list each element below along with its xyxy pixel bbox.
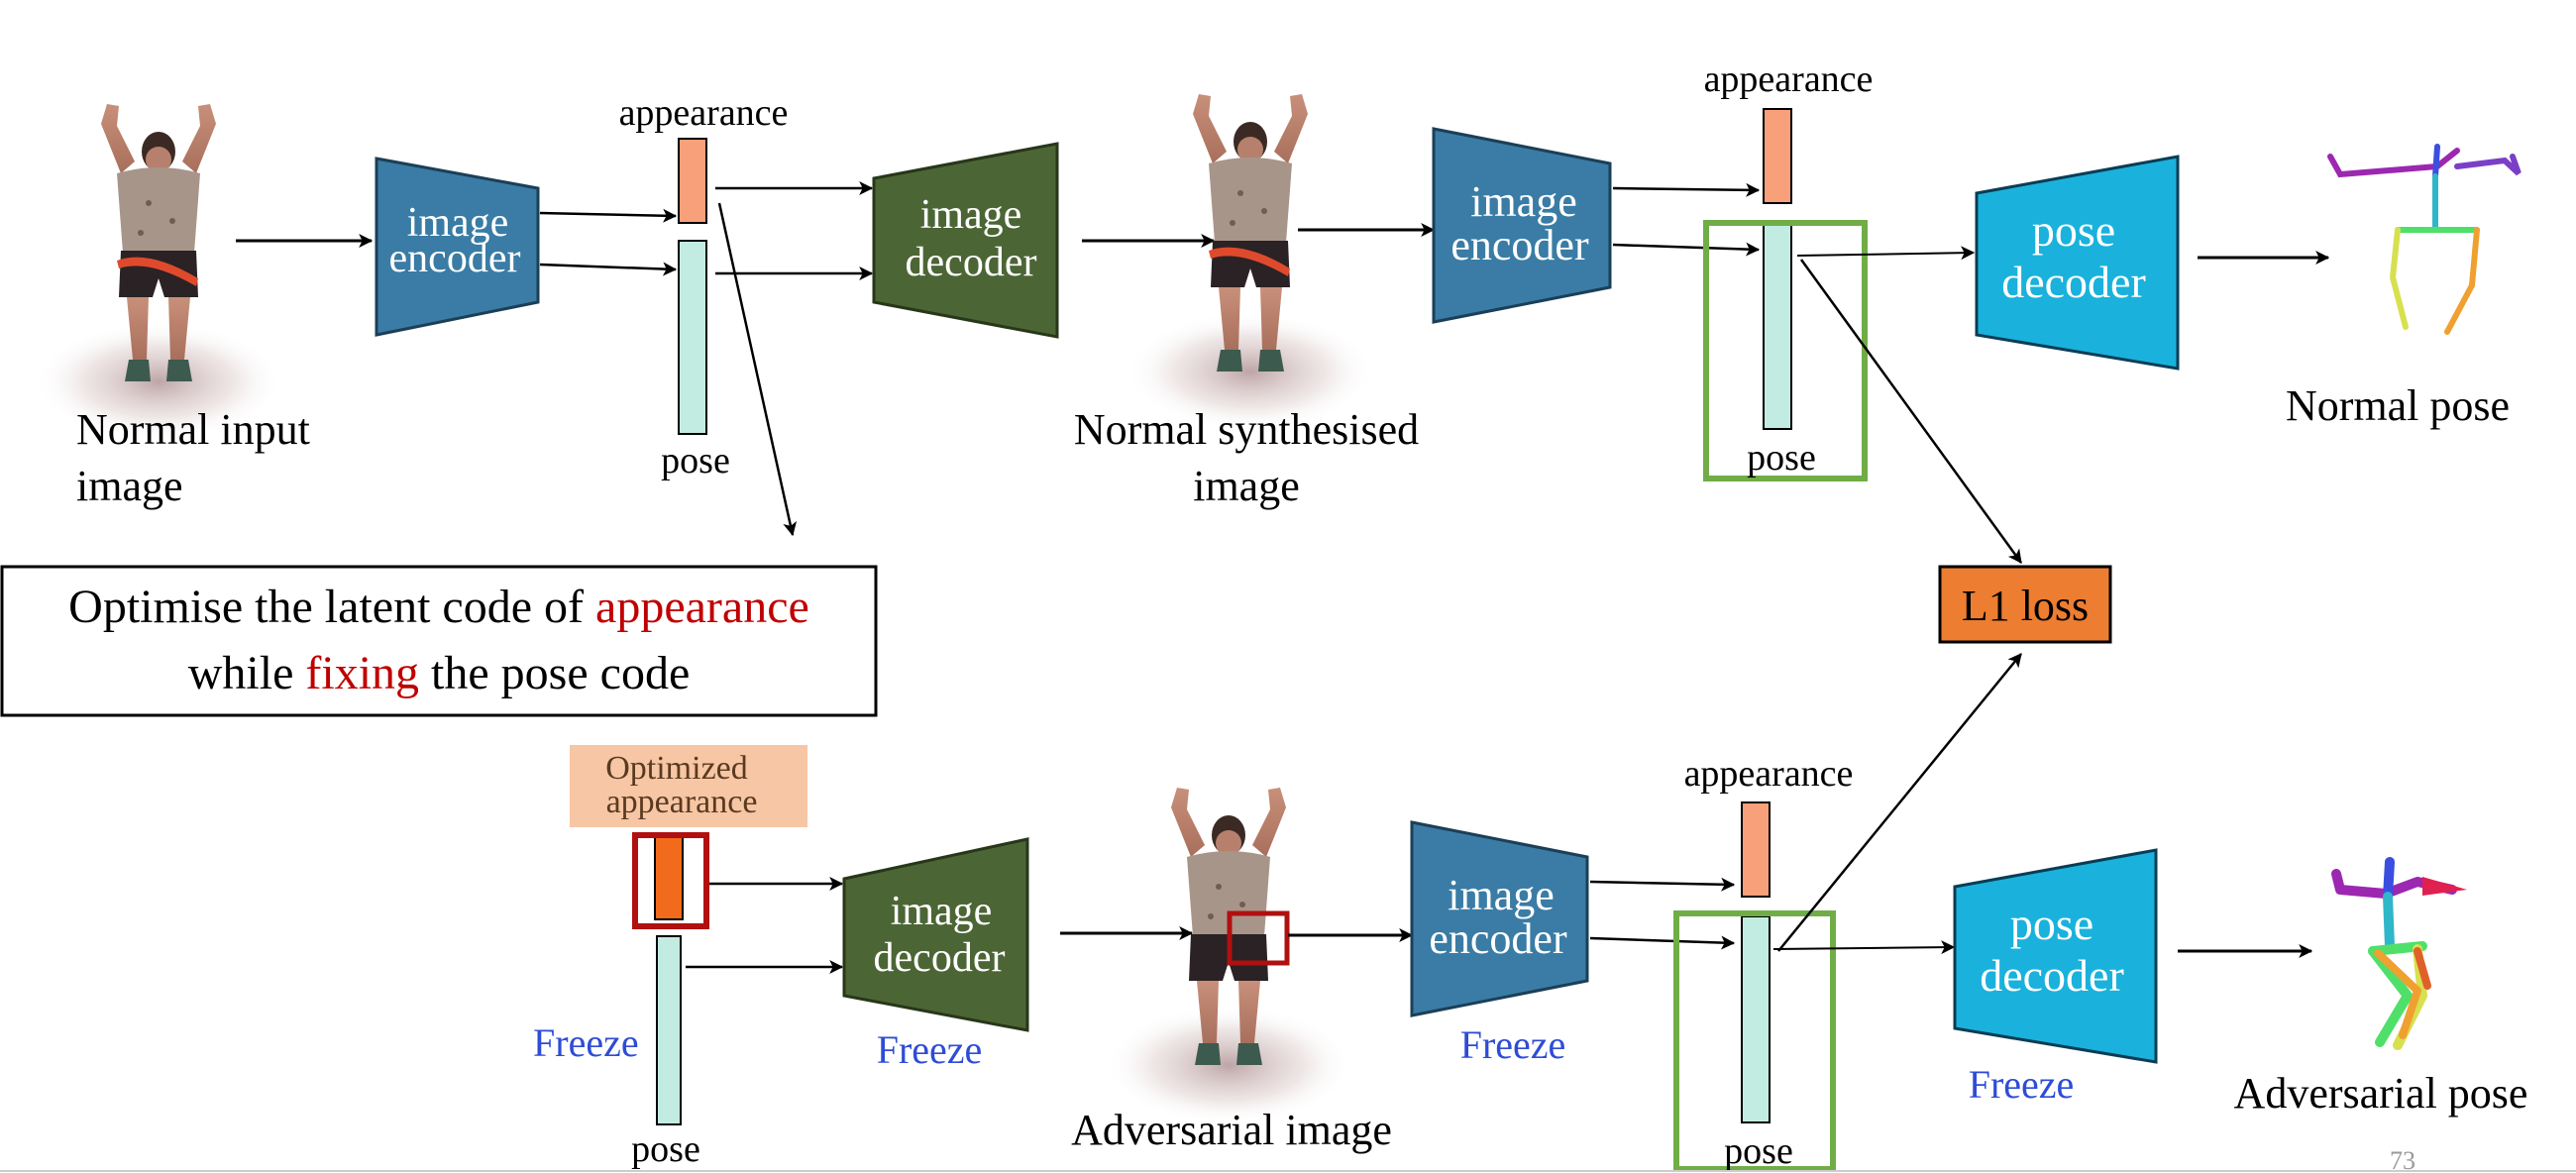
optimized-line1: Optimized xyxy=(605,750,748,787)
adversarial-patch-box xyxy=(1227,910,1290,966)
optimized-appearance-code xyxy=(654,834,684,920)
optimized-label-bg xyxy=(570,745,807,827)
arrow-to-callout xyxy=(717,202,798,537)
adversarial-pose-label: Adversarial pose xyxy=(2234,1069,2528,1118)
pose-decoder1-line1: pose xyxy=(2032,205,2115,256)
pose-decoder-1: pose decoder xyxy=(1975,155,2180,371)
arrow-encoder3-to-appearance xyxy=(1589,877,1736,892)
optimized-line2: appearance xyxy=(606,784,758,820)
pose-code-1 xyxy=(678,240,707,435)
appearance-code-1 xyxy=(678,138,707,224)
belt-stripe-2 xyxy=(1209,247,1290,276)
arrow-encoder-to-pose xyxy=(539,262,678,276)
pose-code-4 xyxy=(1741,915,1771,1123)
freeze-pose-decoder-label: Freeze xyxy=(1969,1062,2075,1107)
page-number: 73 xyxy=(2390,1146,2415,1173)
l1-loss-label: L1 loss xyxy=(1962,582,2089,630)
arrow-encoder-to-appearance xyxy=(539,208,678,223)
image-decoder-1: image decoder xyxy=(872,142,1059,339)
arrow-top-pose-to-loss xyxy=(1799,259,2023,564)
appearance-label-1: appearance xyxy=(619,92,789,134)
input-label-line2: image xyxy=(76,462,183,510)
pose-decoder2-line1: pose xyxy=(2010,899,2093,949)
decoder2-line2: decoder xyxy=(874,935,1006,981)
l1-loss-box xyxy=(1938,565,2112,644)
pose-label-2: pose xyxy=(1747,437,1816,479)
encoder2-line2: encoder xyxy=(1450,221,1589,269)
encoder2-line1: image xyxy=(1470,177,1577,226)
appearance-code-2 xyxy=(1763,108,1792,204)
arrow-pose-to-pose-decoder xyxy=(1796,246,1976,261)
synth-label-line2: image xyxy=(1193,462,1300,510)
pose-label-4: pose xyxy=(1724,1130,1793,1172)
freeze-code-label: Freeze xyxy=(533,1020,639,1065)
callout-box xyxy=(0,565,878,717)
appearance-label-2: appearance xyxy=(1704,58,1874,100)
input-label-line1: Normal input xyxy=(76,405,310,454)
adversarial-pose-skeleton xyxy=(2331,857,2467,1050)
image-encoder-1: image encoder xyxy=(375,157,540,337)
pose-decoder-2: pose decoder xyxy=(1953,848,2158,1064)
appearance-label-4: appearance xyxy=(1684,753,1854,795)
image-encoder-2: image encoder xyxy=(1432,127,1612,324)
encoder3-line2: encoder xyxy=(1429,914,1567,963)
normal-pose-label: Normal pose xyxy=(2286,381,2510,430)
encoder1-line2: encoder xyxy=(389,236,521,281)
normal-input-image xyxy=(35,104,282,441)
arrow-encoder3-to-pose xyxy=(1589,935,1736,950)
arrow-pose4-to-pose-decoder xyxy=(1772,940,1956,955)
decoder1-line1: image xyxy=(920,192,1022,238)
belt-stripe xyxy=(117,257,198,286)
callout-line1: Optimise the latent code of appearance xyxy=(68,581,809,633)
decoder2-line1: image xyxy=(891,889,993,934)
pose-selection-box-top xyxy=(1703,220,1868,481)
normal-synthesised-image xyxy=(1127,94,1374,431)
arrow-bottom-pose-to-loss xyxy=(1777,653,2022,952)
synth-label-line1: Normal synthesised xyxy=(1074,405,1419,454)
appearance-code-4 xyxy=(1741,801,1771,898)
image-encoder-3: image encoder xyxy=(1410,820,1589,1017)
pose-label-3: pose xyxy=(631,1128,700,1170)
arrow-encoder2-to-appearance xyxy=(1612,182,1761,197)
freeze-decoder-label: Freeze xyxy=(877,1027,983,1072)
decoder1-line2: decoder xyxy=(906,240,1037,285)
encoder3-line1: image xyxy=(1448,871,1555,919)
pose-code-3 xyxy=(656,935,682,1125)
arrow-encoder2-to-pose xyxy=(1612,242,1761,257)
pose-decoder1-line2: decoder xyxy=(2001,257,2146,307)
pose-selection-box-bottom xyxy=(1673,910,1836,1172)
normal-pose-skeleton xyxy=(2327,144,2522,335)
encoder1-line1: image xyxy=(407,200,509,246)
freeze-encoder-label: Freeze xyxy=(1460,1022,1566,1067)
optimized-selection-box xyxy=(632,832,709,929)
pose-code-2 xyxy=(1763,222,1792,430)
image-decoder-2: image decoder xyxy=(842,837,1029,1032)
pose-label-1: pose xyxy=(661,440,730,481)
callout-line2: while fixing the pose code xyxy=(188,647,691,699)
adversarial-image-label: Adversarial image xyxy=(1071,1106,1392,1154)
pose-decoder2-line2: decoder xyxy=(1980,950,2124,1001)
